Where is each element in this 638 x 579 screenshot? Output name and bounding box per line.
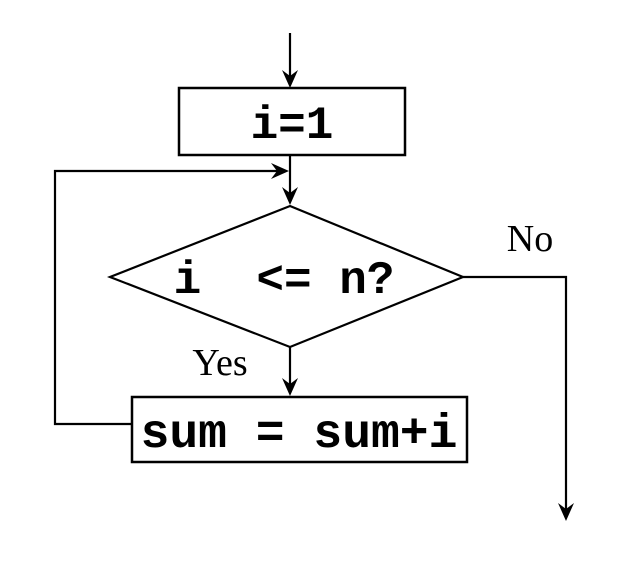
arrowhead-init-to-decision xyxy=(282,187,298,205)
process-node-body-label: sum = sum+i xyxy=(141,408,458,462)
edge-no-branch xyxy=(463,275,568,510)
decision-node-condition-label: i <= n? xyxy=(174,255,395,307)
arrowhead-no-branch xyxy=(558,503,574,521)
edge-loop-back xyxy=(53,169,281,426)
arrowhead-loop-back xyxy=(271,163,289,179)
process-node-init-label: i=1 xyxy=(251,100,334,152)
arrowhead-yes-branch xyxy=(282,378,298,396)
yes-branch-label: Yes xyxy=(192,342,247,384)
arrowhead-start-to-init xyxy=(282,70,298,88)
process-node-body xyxy=(130,395,469,464)
no-branch-label: No xyxy=(507,218,553,260)
process-node-init xyxy=(177,86,407,157)
decision-node-condition xyxy=(106,204,466,349)
